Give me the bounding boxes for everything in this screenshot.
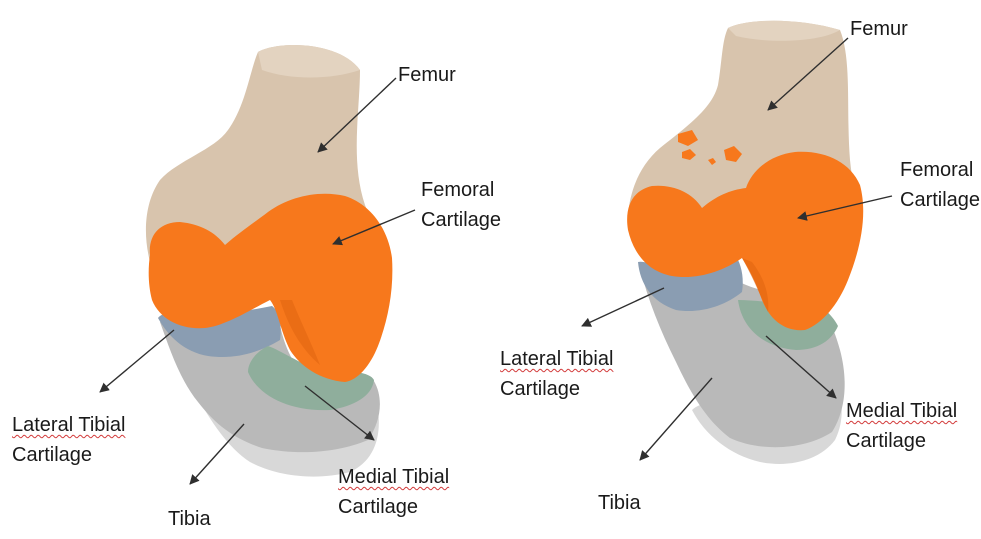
left-knee-model xyxy=(146,45,392,477)
right-knee-model xyxy=(627,21,863,464)
right-label-medial-tibial-cartilage: Medial Tibial Cartilage xyxy=(846,396,957,456)
arrow-left-lateral-tibial xyxy=(100,330,174,392)
arrow-right-lateral-tibial xyxy=(582,288,664,326)
left-label-lateral-tibial-cartilage: Lateral Tibial Cartilage xyxy=(12,410,125,470)
right-label-tibia: Tibia xyxy=(598,488,641,518)
left-label-medial-tibial-cartilage: Medial Tibial Cartilage xyxy=(338,462,449,522)
left-label-tibia: Tibia xyxy=(168,504,211,534)
left-femur-top-highlight xyxy=(258,45,360,77)
left-label-femur: Femur xyxy=(398,60,456,90)
right-label-lateral-tibial-cartilage: Lateral Tibial Cartilage xyxy=(500,344,613,404)
arrow-left-tibia xyxy=(190,424,244,484)
right-label-femur: Femur xyxy=(850,14,908,44)
left-label-femoral-cartilage: Femoral Cartilage xyxy=(421,175,501,235)
right-label-femoral-cartilage: Femoral Cartilage xyxy=(900,155,980,215)
